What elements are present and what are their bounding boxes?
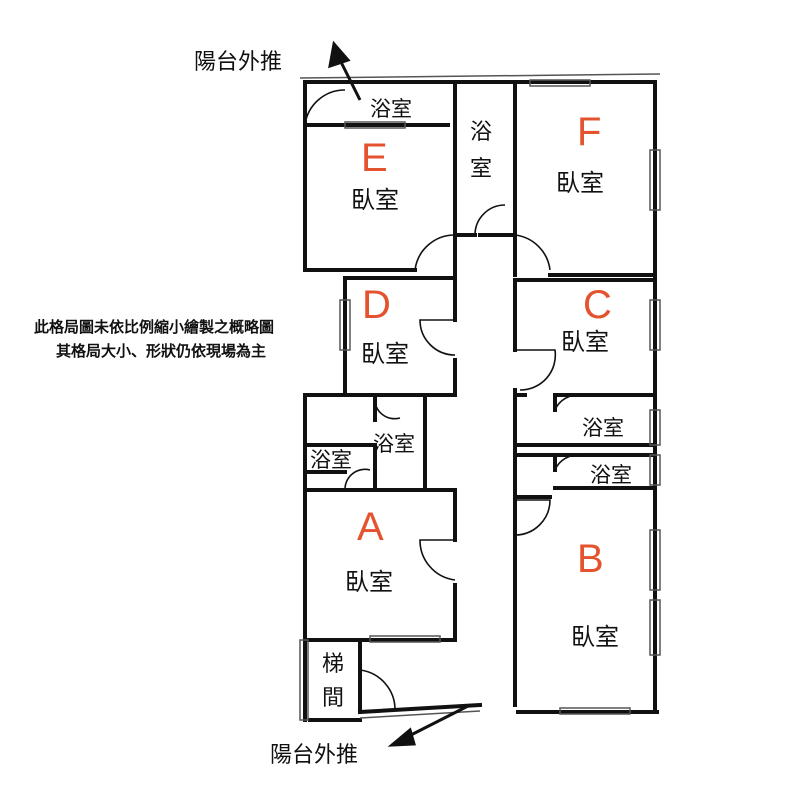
mid-bath-label-1: 浴 [470,120,493,145]
note-line-1: 此格局圖未依比例縮小繪製之概略圖 [34,318,275,336]
room-c-bath-label: 浴室 [582,416,624,440]
room-c-letter: C [583,283,612,327]
window [649,599,661,656]
window [369,635,441,643]
window [339,299,351,351]
window [649,299,661,351]
room-a-letter: A [357,505,384,549]
room-b-bath-label: 浴室 [590,463,632,487]
outer-wall [357,702,483,715]
door-arc [474,204,506,236]
door-arc [419,539,456,581]
door-arc [304,89,346,126]
door-arc [514,234,551,275]
arrow-shaft [404,703,471,740]
door-arc [419,319,456,356]
mid-bath-label-2: 室 [470,157,493,182]
note-line-2: 其格局大小、形狀仍依現場為主 [56,342,267,360]
balcony-edge [299,73,661,79]
arrow-head [328,40,351,69]
room-e-bath-label: 浴室 [370,97,412,121]
door-arc [514,499,551,536]
room-d-label: 臥室 [361,340,409,368]
door-arc [373,394,401,420]
room-a-bath-right-label: 浴室 [373,432,415,456]
room-c-label: 臥室 [561,328,609,356]
room-a-bath-left-label: 浴室 [310,448,352,472]
room-e-letter: E [361,136,388,180]
room-b-letter: B [577,537,604,581]
door-arc [554,454,581,471]
window [529,79,591,87]
stair-label-1: 梯 [322,652,345,677]
window [299,639,309,721]
balcony-label-top: 陽台外推 [194,50,283,75]
door-arc [414,234,456,271]
stair-label-2: 間 [322,686,345,711]
window [649,409,661,446]
arrow-head [387,727,416,747]
room-b-label: 臥室 [571,623,619,651]
arrow-shaft [338,59,362,101]
room-f-label: 臥室 [556,169,604,197]
door-arc [515,349,557,391]
window [559,707,631,715]
window [649,454,661,486]
room-d-letter: D [362,283,391,327]
door-arc [359,669,396,711]
window [649,529,661,591]
balcony-edge [359,710,481,719]
room-a-label: 臥室 [345,568,393,596]
room-f-letter: F [577,110,602,154]
window [649,149,661,211]
door-arc [554,394,581,411]
window [344,121,406,129]
room-e-label: 臥室 [351,186,399,214]
door-arc [344,468,371,491]
balcony-label-bottom: 陽台外推 [270,743,359,768]
